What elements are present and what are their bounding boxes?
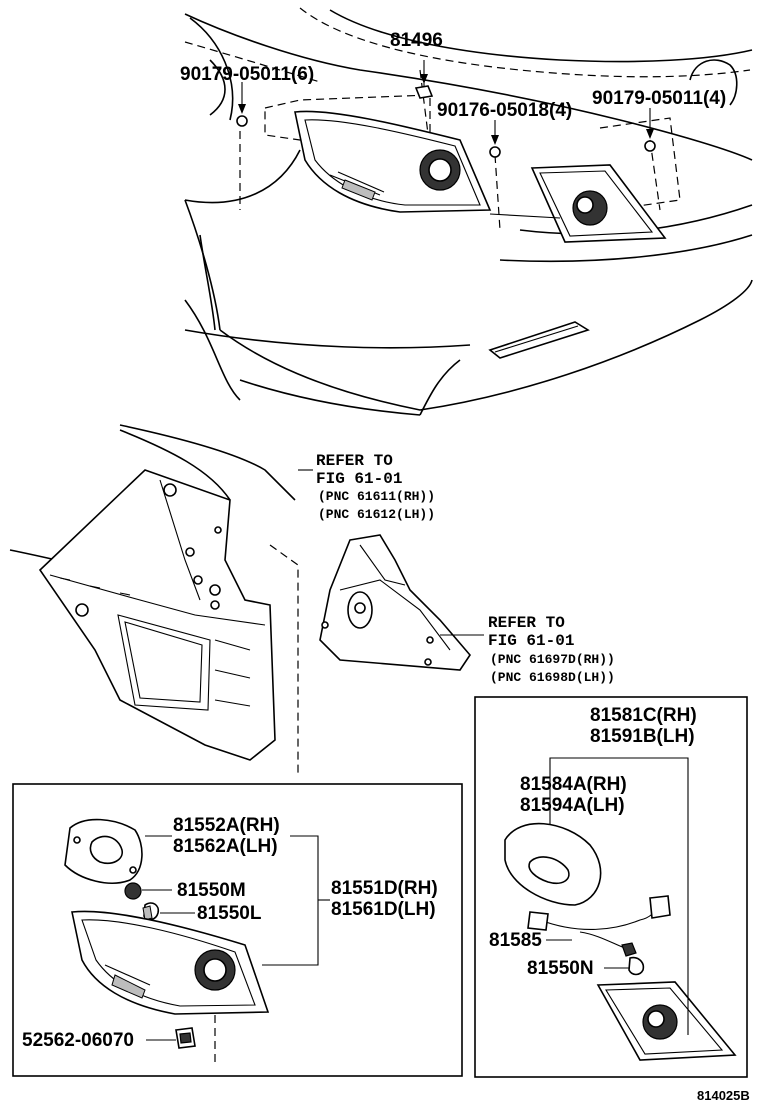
label-81550N: 81550N — [527, 958, 594, 979]
fastener-nut-left — [236, 82, 248, 127]
label-refer1-line1: REFER TO — [316, 452, 393, 470]
label-81562A: 81562A(LH) — [173, 836, 278, 857]
label-90179-left: 90179-05011(6) — [180, 64, 314, 85]
label-81561D: 81561D(LH) — [331, 899, 436, 920]
label-81584A: 81584A(RH) — [520, 774, 627, 795]
label-81594A: 81594A(LH) — [520, 795, 625, 816]
label-refer2-pnc1: (PNC 61697D(RH)) — [490, 652, 615, 667]
figure-code: 814025B — [697, 1088, 750, 1103]
label-81591B: 81591B(LH) — [590, 726, 695, 747]
label-81585: 81585 — [489, 930, 542, 951]
bulb-socket-81550M — [124, 882, 142, 900]
label-refer2-line2: FIG 61-01 — [488, 632, 574, 650]
inner-lamp-top — [530, 164, 667, 243]
label-refer1-pnc1: (PNC 61611(RH)) — [318, 489, 435, 504]
wire-harness-81585 — [527, 895, 671, 957]
label-81496: 81496 — [390, 30, 443, 51]
outer-tail-lamp-top — [294, 110, 492, 213]
clip-52562 — [175, 1015, 216, 1065]
label-90179-right: 90179-05011(4) — [592, 88, 726, 109]
bulb-81550L — [142, 902, 160, 921]
lamp-gasket — [64, 818, 143, 884]
fastener-nut-center — [489, 120, 501, 158]
label-90176: 90176-05018(4) — [437, 100, 572, 121]
label-81581C: 81581C(RH) — [590, 705, 697, 726]
box-outer-lamp — [12, 783, 463, 1077]
quarter-inner-panel — [9, 424, 299, 775]
label-refer2-pnc2: (PNC 61698D(LH)) — [490, 670, 615, 685]
inner-lamp-gasket — [504, 822, 602, 906]
label-81550M: 81550M — [177, 880, 246, 901]
label-81551D: 81551D(RH) — [331, 878, 438, 899]
label-refer2-line1: REFER TO — [488, 614, 565, 632]
bulb-81550N — [628, 956, 645, 976]
label-81550L: 81550L — [197, 903, 262, 924]
box-inner-lamp — [474, 696, 748, 1078]
label-refer1-pnc2: (PNC 61612(LH)) — [318, 507, 435, 522]
label-52562: 52562-06070 — [22, 1030, 134, 1051]
quarter-bracket — [319, 534, 472, 671]
fastener-nut-right — [644, 108, 656, 152]
inner-lamp-bottom — [596, 981, 737, 1061]
label-81552A: 81552A(RH) — [173, 815, 280, 836]
outer-tail-lamp-bottom — [71, 910, 270, 1015]
fastener-nut-81496 — [414, 60, 434, 99]
label-refer1-line2: FIG 61-01 — [316, 470, 402, 488]
car-rear-body — [184, 7, 753, 416]
